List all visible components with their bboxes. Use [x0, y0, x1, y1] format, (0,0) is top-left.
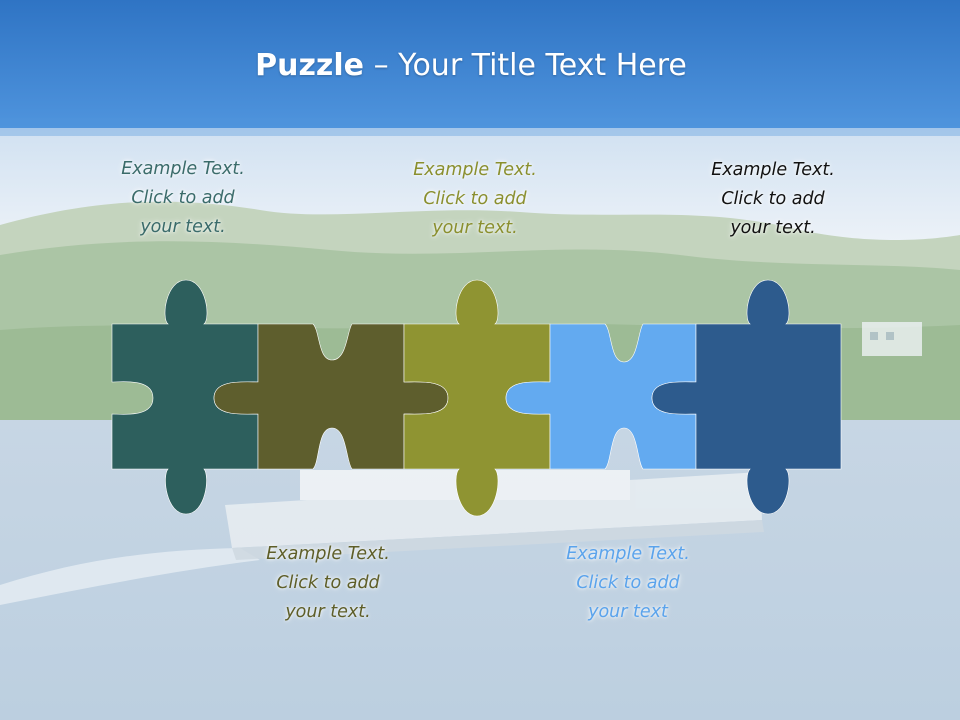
text-line: your text. [730, 218, 816, 238]
text-line: Click to add [576, 573, 680, 593]
slide-title: Puzzle – Your Title Text Here [0, 48, 942, 83]
text-placeholder-5[interactable]: Example Text. Click to add your text. [683, 156, 863, 243]
text-placeholder-2[interactable]: Example Text. Click to add your text. [238, 540, 418, 627]
text-line: Example Text. [121, 159, 245, 179]
text-line: Click to add [276, 573, 380, 593]
title-rest-part: – Your Title Text Here [364, 48, 687, 83]
text-placeholder-1[interactable]: Example Text. Click to add your text. [93, 155, 273, 242]
building-icon [862, 322, 922, 356]
text-line: your text [588, 602, 668, 622]
text-line: Click to add [131, 188, 235, 208]
text-line: Click to add [423, 189, 527, 209]
text-placeholder-3[interactable]: Example Text. Click to add your text. [385, 156, 565, 243]
text-line: your text. [285, 602, 371, 622]
puzzle-piece-5[interactable] [651, 279, 842, 515]
text-line: your text. [140, 217, 226, 237]
text-line: Example Text. [413, 160, 537, 180]
text-line: Example Text. [266, 544, 390, 564]
text-line: your text. [432, 218, 518, 238]
text-line: Example Text. [711, 160, 835, 180]
title-bold-part: Puzzle [255, 48, 365, 83]
text-line: Example Text. [566, 544, 690, 564]
text-placeholder-4[interactable]: Example Text. Click to add your text [538, 540, 718, 627]
text-line: Click to add [721, 189, 825, 209]
boat-icon [225, 470, 764, 560]
